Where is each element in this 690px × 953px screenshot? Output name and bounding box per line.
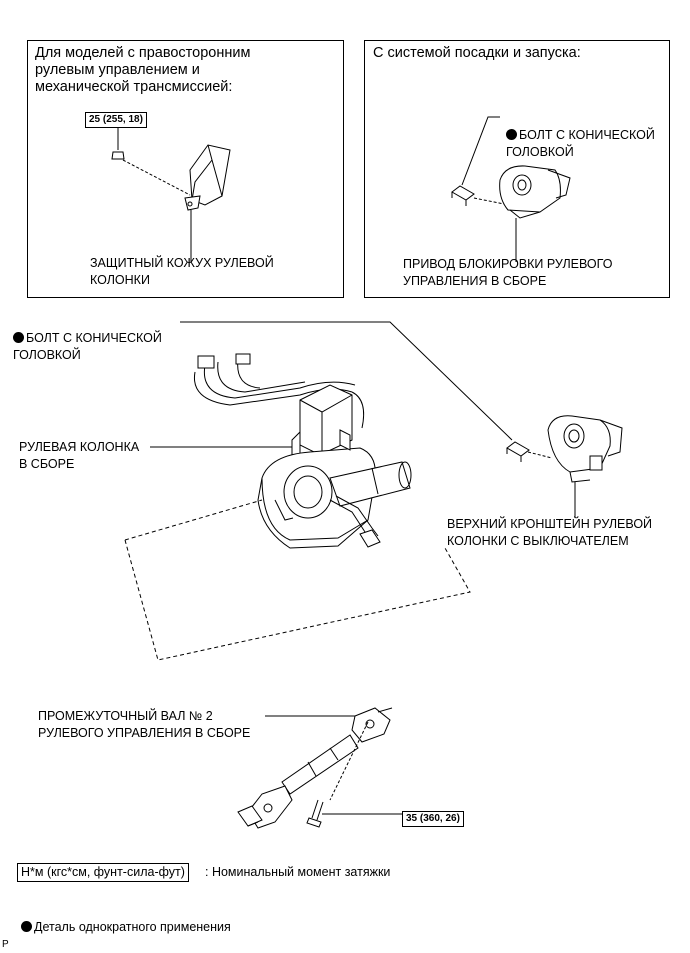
panel-rhd-manual-header: Для моделей с правосторонним рулевым упр… xyxy=(35,45,251,95)
steering-lock-actuator-icon xyxy=(499,165,571,219)
label-upper-bracket: ВЕРХНИЙ КРОНШТЕЙН РУЛЕВОЙ КОЛОНКИ С ВЫКЛ… xyxy=(447,517,653,548)
label-main-bolt-text: БОЛТ С КОНИЧЕСКОЙ ГОЛОВКОЙ xyxy=(13,331,162,362)
shaft-bolt-dashline xyxy=(329,721,369,801)
bracket-dashline xyxy=(527,451,553,459)
label-steering-lock-actuator: ПРИВОД БЛОКИРОВКИ РУЛЕВОГО УПРАВЛЕНИЯ В … xyxy=(403,257,613,288)
main-bolt-leader xyxy=(180,321,513,441)
torque-spec-cover-bolt: 25 (255, 18) xyxy=(85,112,147,128)
column-cover-icon xyxy=(184,144,231,211)
label-lock-bolt: БОЛТ С КОНИЧЕСКОЙ ГОЛОВКОЙ xyxy=(506,110,655,161)
column-shaft-dashline xyxy=(124,499,471,661)
single-use-dot-icon xyxy=(13,332,24,343)
legend-single-use-text: Деталь однократного применения xyxy=(34,920,231,934)
single-use-dot-icon xyxy=(506,129,517,140)
label-column-cover: ЗАЩИТНЫЙ КОЖУХ РУЛЕВОЙ КОЛОНКИ xyxy=(90,256,274,287)
label-intermediate-shaft: ПРОМЕЖУТОЧНЫЙ ВАЛ № 2 РУЛЕВОГО УПРАВЛЕНИ… xyxy=(38,709,251,740)
lock-bolt-leader xyxy=(461,116,500,186)
cover-bolt-icon xyxy=(111,127,125,160)
intermediate-shaft-icon xyxy=(237,707,393,829)
lock-dashline xyxy=(473,197,505,205)
lock-bolt-icon xyxy=(451,185,475,206)
shaft-bolt-icon xyxy=(306,799,324,828)
upper-bracket-switch-icon xyxy=(547,415,623,483)
panel-rhd-manual xyxy=(27,40,344,298)
cover-dashline xyxy=(122,159,191,196)
footer-code: P xyxy=(2,939,9,950)
single-use-dot-icon xyxy=(21,921,32,932)
label-steering-column: РУЛЕВАЯ КОЛОНКА В СБОРЕ xyxy=(19,440,140,471)
panel-smart-entry-header: С системой посадки и запуска: xyxy=(373,45,581,61)
legend-torque-desc: : Номинальный момент затяжки xyxy=(205,865,391,879)
legend-single-use: Деталь однократного применения xyxy=(21,902,231,936)
main-bolt-icon xyxy=(506,441,530,462)
torque-spec-shaft-bolt: 35 (360, 26) xyxy=(402,811,464,827)
label-lock-bolt-text: БОЛТ С КОНИЧЕСКОЙ ГОЛОВКОЙ xyxy=(506,128,655,159)
steering-column-icon xyxy=(193,353,412,549)
legend-torque-unit: Н*м (кгс*см, фунт-сила-фут) xyxy=(17,863,189,882)
label-main-bolt: БОЛТ С КОНИЧЕСКОЙ ГОЛОВКОЙ xyxy=(13,313,162,364)
